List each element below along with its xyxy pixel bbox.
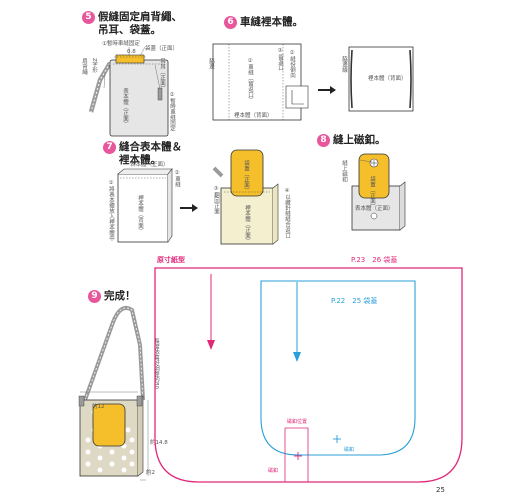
pattern-magnet-position-label: 磁釦位置 bbox=[287, 419, 308, 425]
step9-label-strap-length: 長度依喜好調整約80 bbox=[153, 338, 159, 389]
step5-label-fold: ①暫時車縫固定 bbox=[102, 41, 140, 47]
step6-label-result-body: 裡本體（背面） bbox=[368, 76, 407, 82]
step9-label-width: 約12 bbox=[92, 404, 105, 410]
pattern-magnet-right-label: 磁釦 bbox=[344, 447, 355, 453]
step9-label-depth: 約2 bbox=[146, 470, 155, 476]
step-6-title: 車縫裡本體。 bbox=[240, 16, 303, 28]
step7-label-left: ①將表本體放入裡本體中 bbox=[108, 180, 114, 241]
step7-label-body2: 裡本體（正面） bbox=[244, 205, 250, 244]
step7-label-turn: ③翻回正面 bbox=[213, 186, 219, 214]
step6-label-fold-back: ②縫份倒向 bbox=[289, 50, 295, 78]
pattern-big-label: P.23 26 袋蓋 bbox=[351, 256, 398, 264]
step6-label-sew: ①車縫（留返口） bbox=[247, 58, 253, 103]
step6-label-body: 裡本體（背面） bbox=[234, 113, 273, 119]
step5-label-strap: 肩背繩 bbox=[81, 58, 87, 75]
step6-label-side: 脇邊 bbox=[208, 58, 214, 69]
step5-label-body: 表本體（正面） bbox=[122, 88, 128, 127]
step9-label-height: 約14.8 bbox=[150, 440, 168, 446]
step5-label-tack: ②暫時車縫固定 bbox=[169, 92, 175, 131]
step7-label-sew: ②車縫 bbox=[174, 170, 180, 187]
pattern-magnet-label: 磁釦 bbox=[268, 468, 279, 474]
step6-label-open: ③留返口 bbox=[277, 48, 283, 71]
step6-label-result-side: 脇邊線 bbox=[341, 56, 347, 73]
step5-label-loop: 吊耳（正面） bbox=[159, 58, 165, 91]
step7-label-body: 裡本體（背面） bbox=[137, 195, 143, 234]
step5-label-zigzag: Z字形 bbox=[91, 58, 97, 73]
step-5-number: 5 bbox=[82, 11, 95, 24]
step-9-title: 完成！ bbox=[104, 290, 136, 302]
step7-label-close: ④以藏針縫縫合返口 bbox=[284, 188, 290, 238]
page-number: 25 bbox=[436, 486, 445, 494]
pattern-small-label: P.22 25 袋蓋 bbox=[331, 297, 378, 305]
step-8-title: 縫上磁釦。 bbox=[333, 134, 386, 146]
step-9-number: 9 bbox=[88, 290, 101, 303]
step7-label-inner: 表本體（正面） bbox=[130, 162, 169, 168]
step-7-title-line1: 縫合表本體＆ bbox=[119, 141, 182, 153]
step-7-title-line2: 裡本體。 bbox=[119, 154, 161, 166]
step5-label-flap: 袋蓋（正面） bbox=[145, 46, 179, 52]
step5-small-08: 0.8 bbox=[127, 49, 136, 55]
step-7-number: 7 bbox=[103, 141, 116, 154]
step-5-title-line1: 假縫固定肩背繩、 bbox=[98, 11, 182, 23]
step-5-title-line2: 吊耳、袋蓋。 bbox=[98, 24, 161, 36]
pattern-title: 原寸紙型 bbox=[157, 256, 185, 264]
step8-label-body: 表本體（正面） bbox=[355, 206, 394, 212]
step8-label-magnet: 縫上磁釦 bbox=[341, 160, 347, 182]
step-6-number: 6 bbox=[224, 16, 237, 29]
step-8-number: 8 bbox=[317, 134, 330, 147]
step7-label-flap: 袋蓋（正面） bbox=[243, 160, 249, 193]
step8-label-flap: 袋蓋（正面） bbox=[369, 176, 375, 209]
